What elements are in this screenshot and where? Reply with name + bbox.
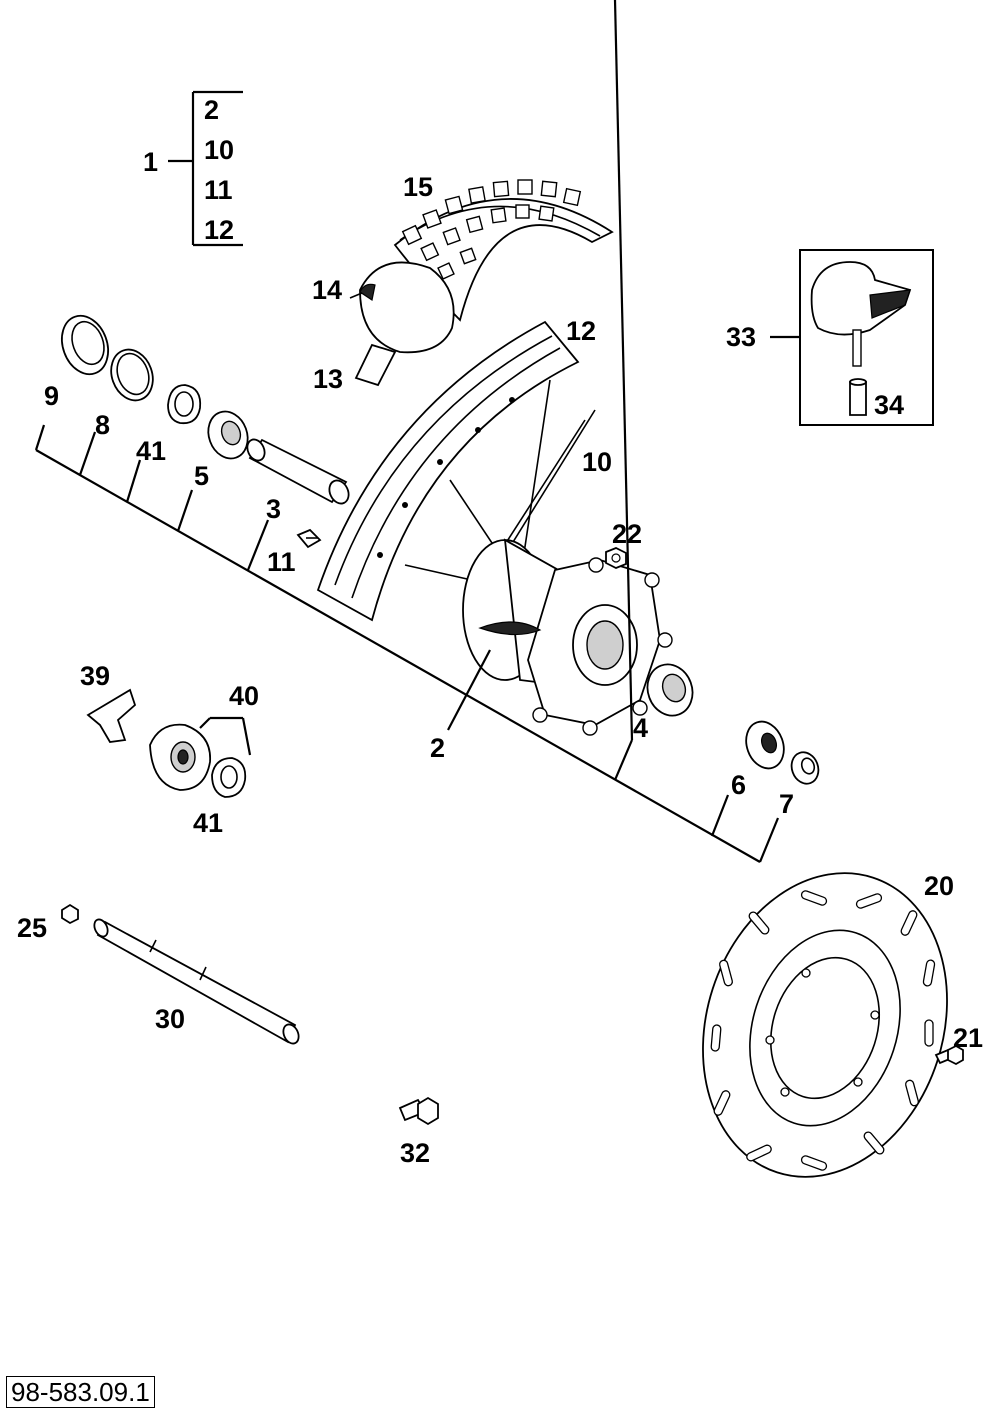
valve-kit-box [799,249,934,426]
spacer-tube-3-drawing [246,438,350,505]
bearing-4-drawing [646,663,694,717]
seal-9-drawing [61,314,109,376]
callout-32: 32 [400,1138,430,1168]
callout-labels: 15 14 13 12 10 22 33 34 9 8 41 5 3 11 39… [17,172,983,1168]
group-member-12: 12 [204,215,234,245]
hub-drawing [462,538,673,736]
speedo-clip-39-drawing [86,688,137,743]
speedo-drive-40-drawing [149,723,211,791]
callout-21: 21 [953,1023,983,1053]
callout-4: 4 [633,713,648,743]
callout-34: 34 [874,390,904,420]
assembly-group-bracket: 1 2 10 11 12 [143,90,243,247]
callout-41-lower: 41 [193,808,223,838]
group-member-10: 10 [204,135,234,165]
ring-8-drawing [110,348,154,402]
callout-6: 6 [731,770,746,800]
leader-lines [34,0,800,863]
callout-15: 15 [403,172,433,202]
bolt-32-drawing [398,1096,439,1126]
group-parent-label: 1 [143,147,158,177]
brake-disc-20-drawing [702,872,948,1178]
circlip-41-drawing [167,384,202,425]
callout-39: 39 [80,661,110,691]
circlip-41b-drawing [211,757,247,798]
callout-22: 22 [612,519,642,549]
tire-drawing [354,179,614,387]
rim-and-spokes-drawing [316,320,596,622]
callout-12: 12 [566,316,596,346]
document-reference-number: 98-583.09.1 [6,1376,155,1408]
callout-7: 7 [779,789,794,819]
callout-14: 14 [312,275,342,305]
bolt-21-drawing [934,1044,964,1066]
callout-25: 25 [17,913,47,943]
nut-22-drawing [605,547,627,569]
callout-3: 3 [266,494,281,524]
callout-9: 9 [44,381,59,411]
callout-20: 20 [924,871,954,901]
spacer-7-drawing [790,751,820,785]
seal-6-drawing [745,720,785,770]
callout-41-upper: 41 [136,436,166,466]
group-member-2: 2 [204,95,219,125]
nut-25-drawing [61,903,79,925]
callout-13: 13 [313,364,343,394]
callout-11: 11 [267,547,296,577]
callout-2: 2 [430,733,445,763]
axle-30-drawing [93,918,300,1045]
callout-8: 8 [95,410,110,440]
callout-30: 30 [155,1004,185,1034]
callout-5: 5 [194,461,209,491]
callout-40: 40 [229,681,259,711]
callout-33: 33 [726,322,756,352]
group-member-11: 11 [204,175,233,205]
bearing-5-drawing [207,410,249,460]
callout-10: 10 [582,447,612,477]
